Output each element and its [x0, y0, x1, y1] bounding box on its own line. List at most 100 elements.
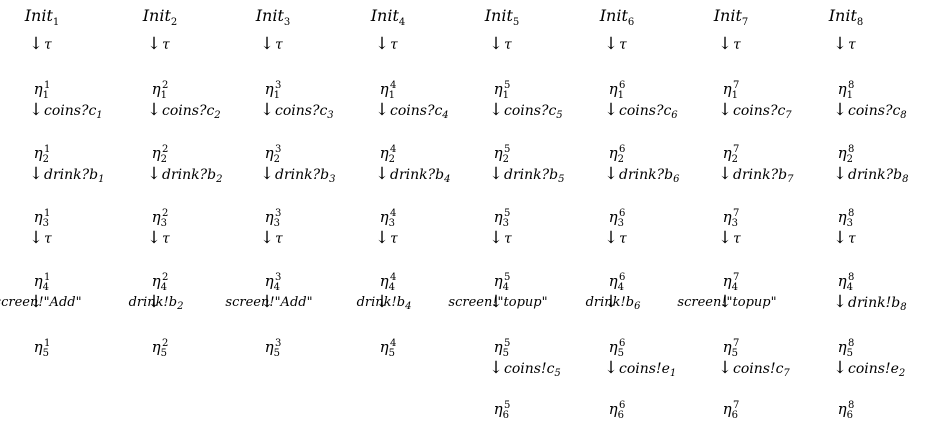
node-eta: η	[837, 80, 847, 98]
init-label: Init7	[714, 8, 749, 31]
node-superscript: 5	[504, 144, 511, 155]
node-eta: η	[33, 208, 43, 226]
transition-text: τ	[504, 231, 512, 247]
transition-subscript: 7	[787, 174, 794, 185]
transition-label: coins!c5	[504, 361, 561, 382]
node-subscript: 4	[42, 282, 49, 293]
transition-label: coins!e1	[619, 361, 676, 382]
node-superscript: 3	[275, 144, 282, 155]
transition-label: drink?b1	[44, 167, 104, 188]
transition-subscript: 3	[327, 110, 334, 121]
state-node: η45	[494, 270, 511, 296]
down-arrow-icon: ↓	[488, 100, 504, 120]
node-subscript: 1	[160, 90, 167, 101]
node-eta: η	[33, 144, 43, 162]
transition-text: τ	[504, 37, 512, 53]
node-subscript: 6	[731, 410, 738, 421]
transition-label: τ	[44, 37, 52, 53]
down-arrow-icon: ↓	[259, 292, 275, 312]
node-superscript: 7	[733, 80, 740, 91]
node-subscript: 1	[846, 90, 853, 101]
state-node: η66	[609, 398, 626, 424]
transition-text: coins?c	[619, 103, 672, 119]
node-superscript: 7	[733, 272, 740, 283]
node-eta: η	[608, 80, 618, 98]
node-eta: η	[608, 272, 618, 290]
node-superscript: 6	[619, 338, 626, 349]
node-eta: η	[379, 208, 389, 226]
node-superscript: 2	[162, 338, 169, 349]
down-arrow-icon: ↓	[717, 164, 733, 184]
node-eta: η	[264, 144, 274, 162]
transition-label: drink?b4	[390, 167, 450, 188]
down-arrow-icon: ↓	[832, 292, 848, 312]
node-subscript: 5	[617, 348, 624, 359]
init-base: Init	[370, 6, 399, 25]
state-node: η24	[380, 142, 397, 168]
down-arrow-icon: ↓	[28, 228, 44, 248]
transition-subscript: 4	[405, 301, 412, 312]
init-subscript: 2	[170, 17, 178, 28]
down-arrow-icon: ↓	[832, 100, 848, 120]
transition-label: τ	[390, 231, 398, 247]
down-arrow-icon: ↓	[146, 164, 162, 184]
node-superscript: 8	[848, 80, 855, 91]
transition-label: τ	[275, 37, 283, 53]
transition-label: coins?c7	[733, 103, 792, 124]
init-base: Init	[142, 6, 171, 25]
node-superscript: 1	[44, 208, 51, 219]
transition-subscript: 5	[556, 110, 563, 121]
node-eta: η	[608, 144, 618, 162]
node-superscript: 5	[504, 80, 511, 91]
node-subscript: 2	[42, 154, 49, 165]
node-subscript: 5	[502, 348, 509, 359]
node-superscript: 5	[504, 338, 511, 349]
transition-subscript: 8	[902, 174, 909, 185]
transition-text: drink?b	[44, 167, 99, 183]
init-label: Init8	[829, 8, 864, 31]
state-node: η44	[380, 270, 397, 296]
node-subscript: 3	[731, 218, 738, 229]
node-superscript: 3	[275, 80, 282, 91]
down-arrow-icon: ↓	[603, 228, 619, 248]
transition-label: drink?b7	[733, 167, 793, 188]
down-arrow-icon: ↓	[603, 164, 619, 184]
transition-label: drink?b2	[162, 167, 222, 188]
init-subscript: 7	[741, 17, 749, 28]
init-subscript: 8	[856, 17, 864, 28]
down-arrow-icon: ↓	[374, 34, 390, 54]
transition-text: drink?b	[275, 167, 330, 183]
node-eta: η	[837, 208, 847, 226]
transition-text: drink?b	[848, 167, 903, 183]
down-arrow-icon: ↓	[374, 292, 390, 312]
node-eta: η	[608, 208, 618, 226]
node-superscript: 7	[733, 144, 740, 155]
init-base: Init	[828, 6, 857, 25]
transition-subscript: 8	[900, 110, 907, 121]
node-subscript: 4	[846, 282, 853, 293]
down-arrow-icon: ↓	[832, 228, 848, 248]
node-superscript: 5	[504, 208, 511, 219]
node-eta: η	[264, 80, 274, 98]
node-subscript: 4	[273, 282, 280, 293]
transition-text: τ	[275, 231, 283, 247]
transition-label: screen!"topup"	[677, 295, 776, 311]
node-subscript: 4	[388, 282, 395, 293]
node-eta: η	[151, 80, 161, 98]
transition-text: τ	[733, 37, 741, 53]
down-arrow-icon: ↓	[259, 228, 275, 248]
init-label: Init1	[25, 8, 60, 31]
node-subscript: 4	[731, 282, 738, 293]
down-arrow-icon: ↓	[603, 100, 619, 120]
transition-text: drink?b	[162, 167, 217, 183]
node-eta: η	[493, 272, 503, 290]
init-base: Init	[255, 6, 284, 25]
state-node: η58	[838, 336, 855, 362]
init-base: Init	[484, 6, 513, 25]
transition-label: τ	[44, 231, 52, 247]
state-node: η42	[152, 270, 169, 296]
state-node: η16	[609, 78, 626, 104]
node-subscript: 1	[731, 90, 738, 101]
transition-subscript: 1	[98, 174, 105, 185]
